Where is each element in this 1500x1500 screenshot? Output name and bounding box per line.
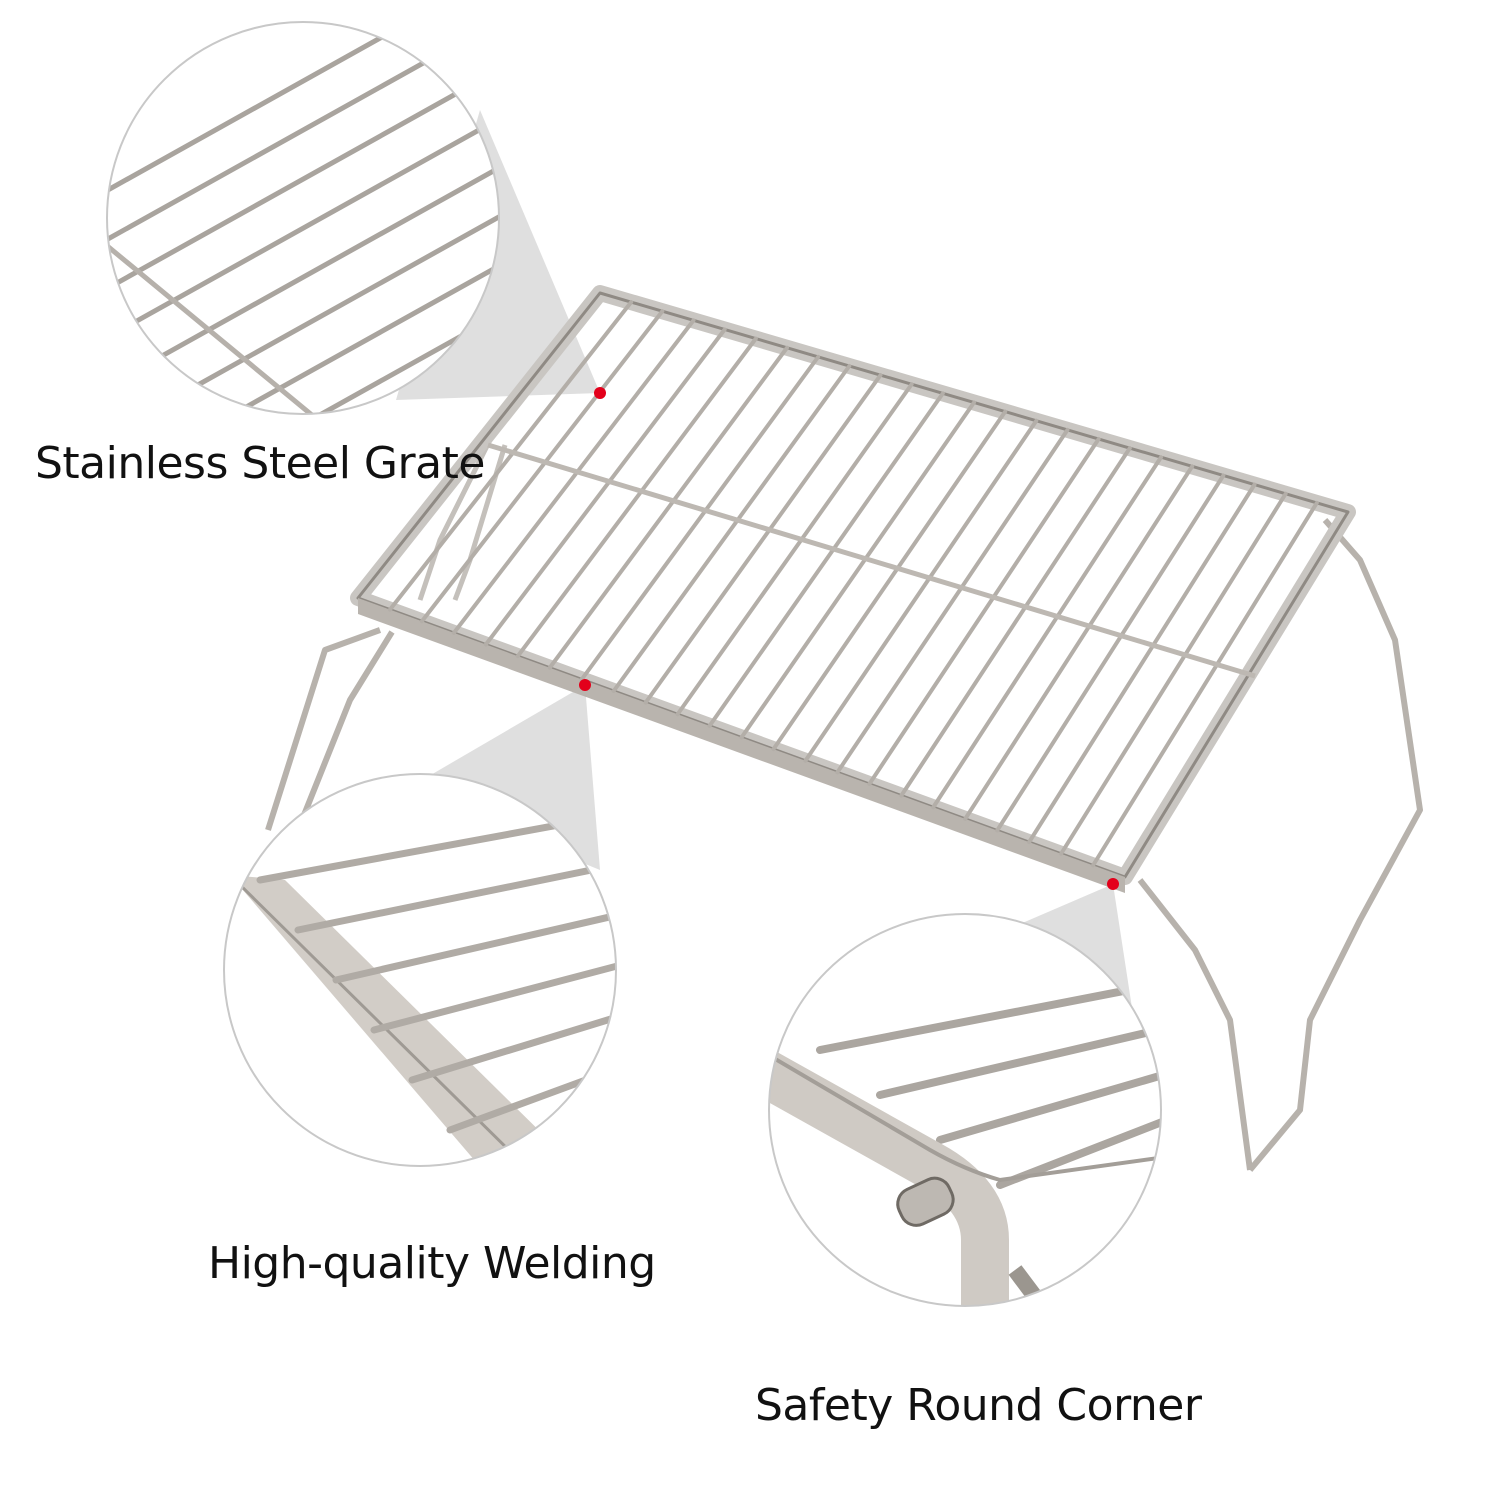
callout-circle-corner	[768, 913, 1162, 1307]
grate-bars	[387, 300, 1319, 868]
grate-cross-bar	[487, 442, 1256, 679]
folding-leg-right	[1137, 518, 1423, 1172]
caption-stainless-steel-grate: Stainless Steel Grate	[35, 438, 485, 489]
caption-safety-round-corner: Safety Round Corner	[755, 1380, 1202, 1431]
caption-high-quality-welding: High-quality Welding	[208, 1238, 656, 1289]
folding-leg-left	[265, 627, 395, 831]
callout-circle-grate	[106, 21, 500, 415]
marker-dot-welding	[579, 679, 591, 691]
marker-dot-corner	[1107, 878, 1119, 890]
marker-dot-grate	[594, 387, 606, 399]
